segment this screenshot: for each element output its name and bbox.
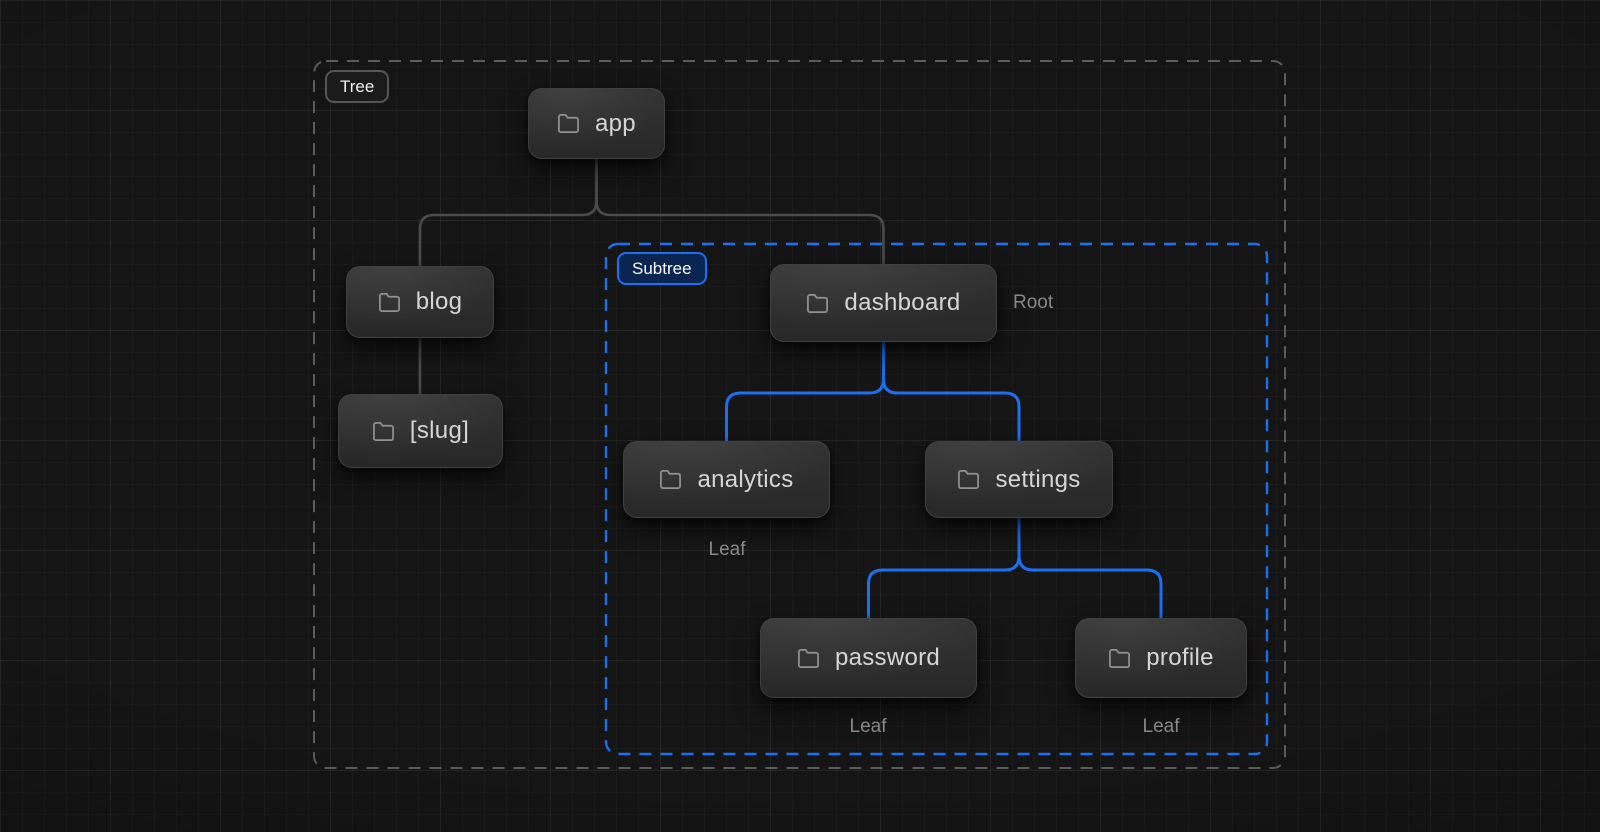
node-label: profile <box>1146 644 1214 671</box>
folder-icon <box>797 647 820 670</box>
tree-badge: Tree <box>325 70 390 103</box>
folder-icon <box>372 420 395 443</box>
folder-icon <box>957 468 980 491</box>
tree-boundary <box>313 60 1286 769</box>
node-password: password <box>760 618 977 698</box>
subtree-boundary <box>604 242 1269 756</box>
folder-icon <box>659 468 682 491</box>
node-blog: blog <box>346 266 494 338</box>
connector-dashboard-settings <box>882 340 1021 443</box>
node-label: [slug] <box>409 417 470 444</box>
caption-leaf-analytics: Leaf <box>708 539 746 560</box>
node-analytics: analytics <box>623 441 830 518</box>
subtree-badge: Subtree <box>617 252 707 285</box>
caption-leaf-profile: Leaf <box>1142 716 1180 737</box>
node-label: settings <box>995 465 1081 493</box>
connector-app-dashboard <box>595 157 885 266</box>
node-label: password <box>834 644 941 671</box>
node-settings: settings <box>925 441 1113 518</box>
connector-settings-profile <box>1017 516 1163 620</box>
caption-root: Root <box>1013 292 1054 313</box>
node-label: app <box>595 109 636 137</box>
folder-icon <box>1108 647 1131 670</box>
node-label: analytics <box>697 465 794 493</box>
folder-icon <box>557 112 580 135</box>
node-app: app <box>528 88 665 159</box>
node-dashboard: dashboard <box>770 264 997 342</box>
caption-leaf-password: Leaf <box>849 716 887 737</box>
node-label: blog <box>415 288 463 315</box>
node-slug: [slug] <box>338 394 503 468</box>
node-profile: profile <box>1075 618 1247 698</box>
connector-dashboard-analytics <box>725 340 885 443</box>
connector-settings-password <box>867 516 1021 620</box>
node-label: dashboard <box>844 289 961 316</box>
folder-icon <box>378 291 401 314</box>
folder-icon <box>806 292 829 315</box>
connector-app-blog <box>418 157 598 268</box>
